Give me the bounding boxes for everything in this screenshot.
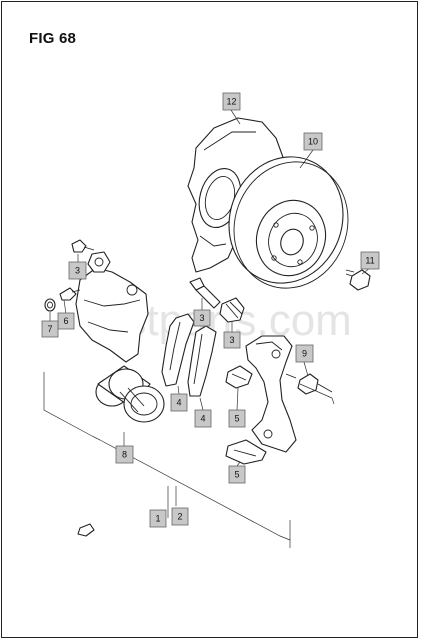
svg-text:6: 6 bbox=[63, 316, 68, 326]
callout-4-right: 4 bbox=[194, 409, 212, 428]
callout-5-bottom: 5 bbox=[228, 465, 246, 484]
disc-bolt bbox=[345, 269, 371, 291]
bleeder-nipple-small bbox=[77, 523, 95, 537]
svg-text:7: 7 bbox=[47, 324, 52, 334]
callout-4-left: 4 bbox=[170, 393, 188, 412]
figure-title: FIG 68 bbox=[29, 30, 77, 47]
brake-disc bbox=[228, 156, 349, 289]
callout-10: 10 bbox=[303, 132, 323, 151]
pad-clip-lower bbox=[225, 439, 267, 465]
callout-7: 7 bbox=[41, 320, 59, 338]
svg-text:2: 2 bbox=[177, 512, 182, 522]
brake-pad-outer bbox=[161, 313, 195, 387]
bleeder-screw bbox=[59, 287, 81, 301]
svg-text:1: 1 bbox=[155, 514, 160, 524]
svg-text:3: 3 bbox=[229, 335, 234, 345]
caliper-bolt-top bbox=[71, 239, 95, 253]
callout-3-right: 3 bbox=[223, 331, 241, 349]
callout-6: 6 bbox=[57, 312, 75, 330]
assembly-lines bbox=[43, 372, 335, 548]
svg-text:12: 12 bbox=[226, 97, 236, 107]
svg-text:5: 5 bbox=[234, 414, 239, 424]
caliper-piston bbox=[95, 365, 165, 423]
bracket-bolt bbox=[285, 373, 333, 395]
pad-clip-upper bbox=[225, 365, 253, 389]
callout-1: 1 bbox=[149, 509, 167, 528]
callout-3-mid: 3 bbox=[193, 309, 211, 327]
callout-2: 2 bbox=[171, 507, 189, 526]
svg-text:3: 3 bbox=[75, 266, 80, 276]
svg-text:4: 4 bbox=[200, 414, 205, 424]
svg-text:4: 4 bbox=[176, 398, 181, 408]
svg-text:10: 10 bbox=[308, 137, 318, 147]
callout-5-top: 5 bbox=[228, 409, 246, 428]
callout-3-top: 3 bbox=[68, 261, 87, 280]
guide-boot bbox=[219, 297, 245, 323]
svg-text:8: 8 bbox=[122, 450, 127, 460]
bleeder-cap bbox=[44, 298, 56, 312]
callout-8: 8 bbox=[115, 445, 134, 464]
leader-lines bbox=[49, 109, 371, 467]
brake-pad-inner bbox=[187, 325, 217, 397]
callout-12: 12 bbox=[222, 92, 241, 111]
svg-text:9: 9 bbox=[302, 349, 307, 359]
svg-text:3: 3 bbox=[199, 313, 204, 323]
caliper-body bbox=[75, 251, 149, 363]
callout-11: 11 bbox=[360, 251, 380, 270]
svg-text:11: 11 bbox=[365, 256, 374, 266]
callout-9: 9 bbox=[295, 344, 314, 363]
svg-text:5: 5 bbox=[234, 470, 239, 480]
guide-pin bbox=[189, 277, 221, 309]
caliper-bracket bbox=[245, 335, 297, 453]
